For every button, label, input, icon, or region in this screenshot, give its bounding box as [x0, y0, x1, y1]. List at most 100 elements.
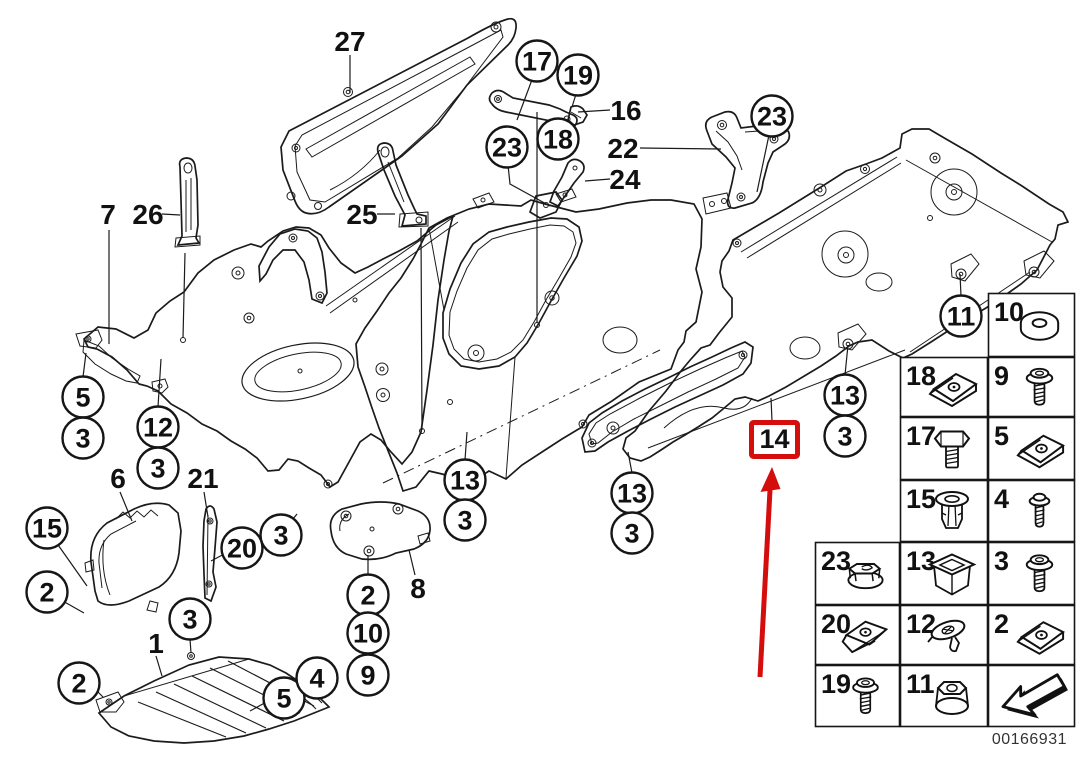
legend-cell-13: 13 [899, 541, 989, 606]
highlight-box-14[interactable]: 14 [749, 420, 800, 459]
part-label-27[interactable]: 27 [334, 26, 365, 57]
legend-cell-3: 3 [987, 541, 1076, 606]
callout-number: 3 [150, 454, 165, 484]
part-label-6[interactable]: 6 [110, 463, 126, 494]
legend-cell-number: 19 [821, 669, 851, 699]
callout-3[interactable]: 3 [61, 416, 105, 460]
callout-number: 23 [757, 102, 787, 132]
callout-number: 2 [39, 578, 54, 608]
callout-circle[interactable] [136, 446, 180, 490]
callout-circle[interactable] [25, 506, 69, 550]
callout-circle[interactable] [610, 511, 654, 555]
callout-circle[interactable] [485, 125, 529, 169]
callout-2[interactable]: 2 [346, 573, 390, 617]
panel-sill [581, 341, 754, 453]
callout-2[interactable]: 2 [57, 661, 101, 705]
callout-19[interactable]: 19 [556, 53, 600, 97]
legend-cell-border [814, 541, 901, 606]
callout-circle[interactable] [259, 513, 303, 557]
callout-number: 13 [830, 381, 860, 411]
legend-cell-border [814, 604, 901, 666]
callout-circle[interactable] [57, 661, 101, 705]
callout-17[interactable]: 17 [515, 39, 559, 83]
part-label-21[interactable]: 21 [187, 463, 218, 494]
callout-13[interactable]: 13 [610, 471, 654, 515]
callout-10[interactable]: 10 [346, 611, 390, 655]
legend-cell-border [899, 664, 989, 728]
legend-cell-number: 5 [994, 421, 1009, 451]
legend-cell-18: 18 [899, 356, 989, 418]
callout-20[interactable]: 20 [220, 526, 264, 570]
callout-11[interactable]: 11 [939, 294, 983, 338]
callout-number: 19 [563, 61, 593, 91]
callout-circle[interactable] [346, 653, 390, 697]
part-label-1[interactable]: 1 [148, 628, 164, 659]
callout-circle[interactable] [823, 414, 867, 458]
legend-cell-arrow [987, 664, 1076, 728]
panel-front-left [75, 214, 459, 489]
bracket-22 [702, 110, 791, 215]
legend-cell-border [814, 664, 901, 728]
callout-4[interactable]: 4 [295, 656, 339, 700]
part-label-25[interactable]: 25 [346, 199, 377, 230]
legend-cell-23: 23 [814, 541, 901, 606]
part-label-26[interactable]: 26 [132, 199, 163, 230]
callout-3[interactable]: 3 [823, 414, 867, 458]
callout-3[interactable]: 3 [443, 498, 487, 542]
callout-13[interactable]: 13 [823, 373, 867, 417]
part-label-16[interactable]: 16 [610, 95, 641, 126]
callout-number: 5 [276, 684, 291, 714]
callout-number: 3 [182, 605, 197, 635]
callout-5[interactable]: 5 [262, 676, 306, 720]
legend-cell-number: 2 [994, 609, 1009, 639]
callout-circle[interactable] [61, 416, 105, 460]
callout-circle[interactable] [536, 117, 580, 161]
panel-center [355, 188, 703, 493]
strap-16 [488, 89, 588, 129]
callout-3[interactable]: 3 [168, 597, 212, 641]
bracket-24 [528, 158, 585, 219]
callout-circle[interactable] [443, 498, 487, 542]
callout-circle[interactable] [750, 94, 794, 138]
callout-circle[interactable] [168, 597, 212, 641]
legend-cell-number: 15 [906, 484, 936, 514]
diagram-line-art [55, 17, 1070, 744]
callout-circle[interactable] [25, 570, 69, 614]
callout-3[interactable]: 3 [259, 513, 303, 557]
callout-3[interactable]: 3 [136, 446, 180, 490]
callout-circle[interactable] [220, 526, 264, 570]
callout-number: 2 [360, 581, 375, 611]
panel-27 [280, 17, 517, 215]
callout-13[interactable]: 13 [443, 458, 487, 502]
callout-number: 11 [947, 302, 976, 332]
legend-cell-border [987, 356, 1076, 418]
callout-3[interactable]: 3 [610, 511, 654, 555]
callout-number: 15 [32, 514, 62, 544]
callout-18[interactable]: 18 [536, 117, 580, 161]
callout-15[interactable]: 15 [25, 506, 69, 550]
section-line [382, 349, 661, 484]
strut-25 [376, 142, 429, 228]
part-label-7[interactable]: 7 [100, 199, 116, 230]
callout-2[interactable]: 2 [25, 570, 69, 614]
callout-number: 18 [543, 125, 573, 155]
callout-circle[interactable] [295, 656, 339, 700]
highlighted-part-number[interactable]: 14 [759, 424, 789, 454]
legend-cell-border [987, 541, 1076, 606]
part-label-8[interactable]: 8 [410, 573, 426, 604]
callout-circle[interactable] [939, 294, 983, 338]
callout-9[interactable]: 9 [346, 653, 390, 697]
part-label-24[interactable]: 24 [609, 164, 641, 195]
callout-circle[interactable] [515, 39, 559, 83]
callout-circle[interactable] [556, 53, 600, 97]
callout-12[interactable]: 12 [136, 405, 180, 449]
callout-23[interactable]: 23 [750, 94, 794, 138]
callout-number: 12 [143, 413, 173, 443]
part-label-22[interactable]: 22 [607, 133, 638, 164]
callout-23[interactable]: 23 [485, 125, 529, 169]
callout-circle[interactable] [262, 676, 306, 720]
callout-5[interactable]: 5 [61, 375, 105, 419]
callout-number: 3 [273, 521, 288, 551]
